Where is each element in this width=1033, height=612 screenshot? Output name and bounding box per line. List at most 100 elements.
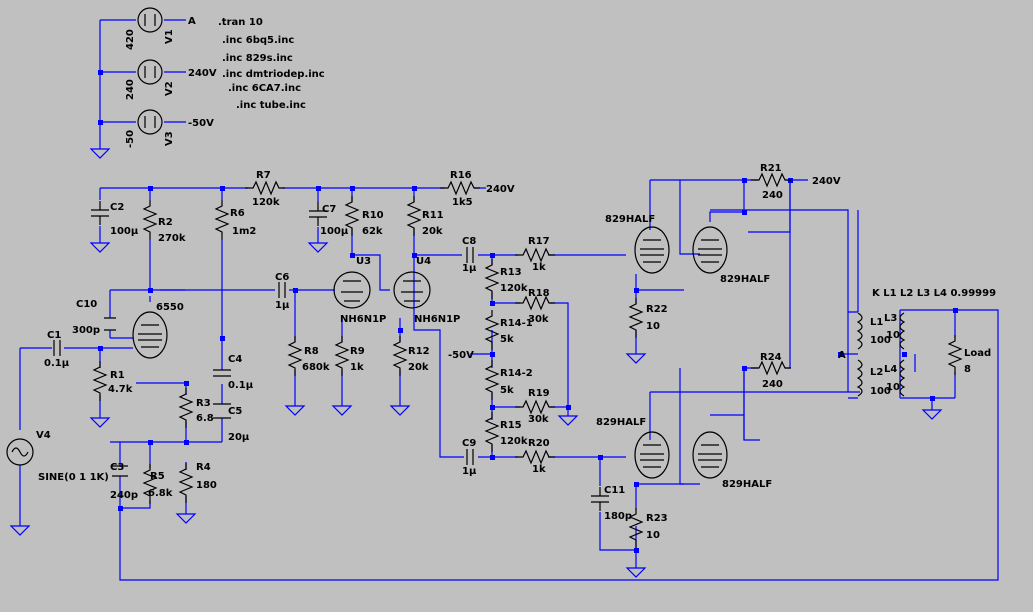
resistor-r21: R21 240	[750, 163, 792, 201]
net-label-a-transformer: A	[838, 350, 846, 361]
resistor-r24: R24 240	[750, 352, 792, 390]
tube-829half-4: 829HALF	[692, 431, 772, 490]
net-label-240v-driver: 240V	[486, 184, 515, 195]
svg-text:R6: R6	[230, 208, 245, 219]
svg-text:C7: C7	[322, 204, 336, 215]
svg-text:0.1µ: 0.1µ	[44, 358, 70, 369]
svg-text:100: 100	[870, 386, 891, 397]
svg-text:1k: 1k	[532, 464, 546, 475]
resistor-r12: R12 20k	[393, 335, 430, 377]
svg-text:20k: 20k	[408, 362, 429, 373]
svg-text:C1: C1	[47, 330, 61, 341]
svg-text:NH6N1P: NH6N1P	[414, 314, 460, 325]
svg-text:V4: V4	[36, 430, 51, 441]
svg-text:C8: C8	[462, 236, 476, 247]
svg-text:L4: L4	[884, 364, 897, 375]
net-label-neg50v-supply: -50V	[188, 118, 214, 129]
resistor-r2: R2 270k	[143, 199, 186, 244]
svg-text:-50: -50	[125, 130, 136, 148]
ground-symbol	[626, 347, 646, 364]
svg-text:1m2: 1m2	[232, 226, 256, 237]
resistor-r19: R19 30k	[514, 388, 556, 425]
resistor-r5: R5 6.8k	[143, 463, 173, 505]
inductor-l4: L4 10	[884, 359, 905, 397]
net-label-a: A	[188, 16, 196, 27]
resistor-r20: R20 1k	[514, 438, 556, 475]
svg-text:R16: R16	[450, 170, 472, 181]
resistor-r1: R1 4.7k	[93, 360, 133, 402]
svg-text:240: 240	[762, 190, 783, 201]
svg-text:680k: 680k	[302, 362, 330, 373]
svg-text:10: 10	[646, 530, 660, 541]
voltage-source-v2: V2 240	[125, 59, 175, 100]
capacitor-c9: C9 1µ	[462, 438, 477, 477]
svg-text:L1: L1	[870, 317, 883, 328]
voltage-source-v1: V1 420	[125, 7, 175, 50]
tube-u3: U3 NH6N1P	[333, 256, 386, 325]
svg-text:1k: 1k	[532, 262, 546, 273]
svg-text:240: 240	[125, 79, 136, 100]
svg-text:R19: R19	[528, 388, 550, 399]
ground-symbol	[90, 142, 110, 159]
svg-text:R12: R12	[408, 346, 430, 357]
svg-text:R3: R3	[196, 398, 211, 409]
net-label-neg50v: -50V	[448, 350, 474, 361]
svg-text:120k: 120k	[252, 197, 280, 208]
ground-symbol	[10, 519, 30, 536]
svg-text:NH6N1P: NH6N1P	[340, 314, 386, 325]
svg-text:R1: R1	[110, 370, 125, 381]
resistor-r6: R6 1m2	[215, 199, 256, 241]
svg-text:180p: 180p	[604, 511, 632, 522]
svg-text:R11: R11	[422, 210, 444, 221]
resistor-r14-1: R14-1 5k	[485, 309, 533, 351]
tube-829half-3: 829HALF	[596, 417, 670, 479]
ground-symbol	[308, 236, 328, 253]
svg-text:62k: 62k	[362, 226, 383, 237]
svg-text:120k: 120k	[500, 283, 528, 294]
svg-text:R18: R18	[528, 288, 550, 299]
ground-symbol	[390, 399, 410, 416]
svg-text:300p: 300p	[72, 325, 100, 336]
svg-text:10: 10	[886, 330, 900, 341]
svg-text:10: 10	[646, 321, 660, 332]
svg-text:R8: R8	[304, 346, 319, 357]
svg-text:Load: Load	[964, 348, 991, 359]
resistor-r9: R9 1k	[335, 335, 365, 377]
svg-text:6.8k: 6.8k	[148, 488, 173, 499]
svg-text:6550: 6550	[156, 302, 184, 313]
svg-text:C10: C10	[76, 299, 97, 310]
resistor-r4: R4 180	[179, 462, 217, 504]
resistor-r8: R8 680k	[288, 335, 330, 377]
svg-text:1µ: 1µ	[462, 263, 477, 274]
svg-text:829HALF: 829HALF	[722, 479, 772, 490]
svg-text:R14-1: R14-1	[500, 318, 533, 329]
svg-text:R24: R24	[760, 352, 782, 363]
capacitor-c10: C10 300p	[72, 299, 116, 336]
svg-text:.inc 829s.inc: .inc 829s.inc	[222, 53, 293, 64]
capacitor-c6: C6 1µ	[275, 272, 290, 311]
svg-text:R2: R2	[158, 217, 173, 228]
resistor-r15: R15 120k	[485, 411, 528, 453]
svg-text:240: 240	[762, 379, 783, 390]
ground-symbol	[558, 409, 578, 426]
svg-text:.inc 6bq5.inc: .inc 6bq5.inc	[222, 35, 294, 46]
tube-829half-2: 829HALF	[692, 226, 770, 285]
capacitor-c1: C1 0.1µ	[44, 330, 70, 369]
capacitor-c2: C2 100µ	[90, 200, 139, 237]
resistor-r3: R3 6.8	[179, 387, 214, 429]
svg-text:R10: R10	[362, 210, 384, 221]
svg-text:U4: U4	[416, 256, 431, 267]
svg-text:180: 180	[196, 480, 217, 491]
svg-text:10: 10	[886, 382, 900, 393]
svg-text:C6: C6	[275, 272, 289, 283]
inductor-l3: L3 10	[884, 312, 905, 350]
inductor-l1: L1 100	[857, 312, 891, 350]
svg-text:C2: C2	[110, 202, 124, 213]
svg-text:R14-2: R14-2	[500, 368, 533, 379]
resistor-load: Load 8	[948, 334, 991, 376]
resistor-r11: R11 20k	[407, 195, 444, 237]
svg-text:.tran 10: .tran 10	[218, 17, 263, 28]
svg-text:.inc tube.inc: .inc tube.inc	[236, 100, 306, 111]
svg-text:5k: 5k	[500, 334, 514, 345]
resistor-r16: R16 1k5	[439, 170, 481, 208]
